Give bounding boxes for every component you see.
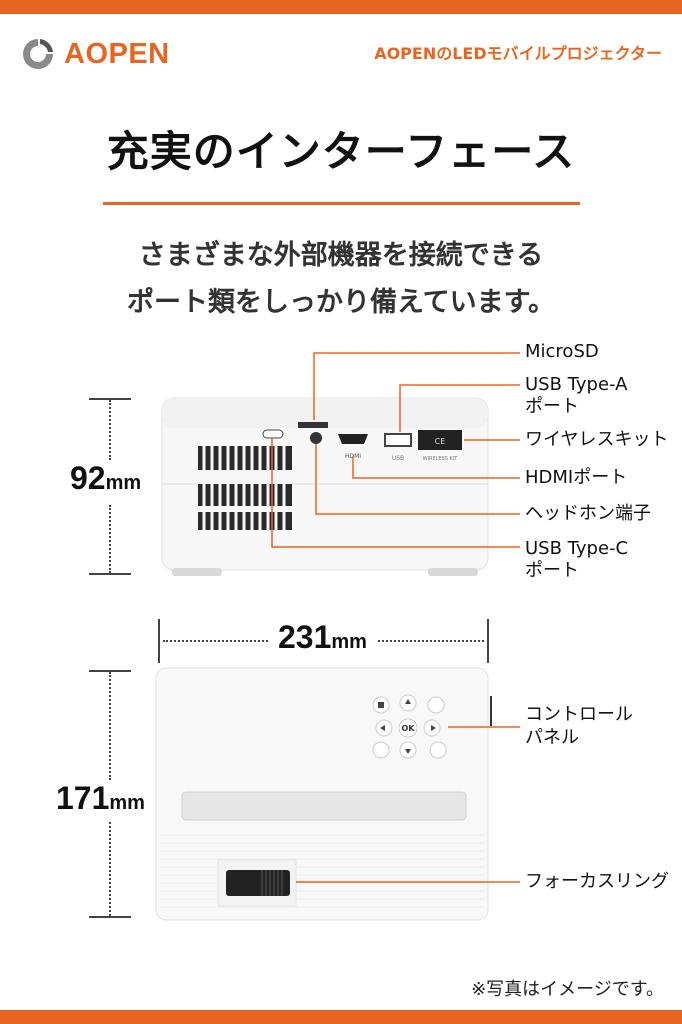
height-dimension: 92mm: [70, 460, 141, 497]
width-dim-line-left: [163, 640, 268, 642]
projector-rear-view: CE HDMI USB WIRELESS KIT: [161, 352, 520, 576]
depth-dimension: 171mm: [56, 780, 145, 817]
label-headphone: ヘッドホン端子: [525, 503, 651, 524]
label-focus-ring: フォーカスリング: [525, 871, 669, 892]
label-control-panel-1: コントロール: [525, 704, 633, 725]
width-tick-left: [158, 619, 160, 663]
depth-dim-line: [109, 672, 111, 780]
label-usb-a-2: ポート: [525, 396, 579, 417]
ok-button-print: OK: [402, 724, 416, 733]
title-underline: [103, 202, 580, 205]
bottom-accent-bar: [0, 1010, 682, 1024]
brand-logo: AOPEN: [20, 36, 170, 72]
height-dim-line: [109, 400, 111, 460]
projector-top-view: OK: [155, 667, 520, 921]
label-control-panel-2: パネル: [525, 727, 579, 748]
width-value: 231: [278, 619, 332, 655]
subtitle-line-2: ポート類をしっかり備えています。: [127, 287, 555, 318]
height-dim-line-lower: [109, 505, 111, 573]
label-usb-a-1: USB Type-A: [525, 374, 628, 395]
usb-print: USB: [392, 455, 404, 462]
label-usb-c-1: USB Type-C: [525, 538, 629, 559]
width-tick-right: [487, 619, 489, 663]
subtitle-line-1: さまざまな外部機器を接続できる: [138, 240, 544, 271]
top-accent-bar: [0, 0, 682, 14]
aopen-swirl-logo-icon: [23, 39, 53, 69]
label-hdmi: HDMIポート: [525, 467, 628, 488]
width-dim-line-right: [378, 640, 484, 642]
label-usb-c-2: ポート: [525, 560, 579, 581]
height-tick-bottom: [89, 573, 131, 575]
depth-tick-top: [89, 670, 131, 672]
depth-unit: mm: [109, 792, 145, 814]
depth-value: 171: [56, 780, 110, 816]
height-value: 92: [70, 460, 106, 496]
width-dimension: 231mm: [278, 619, 367, 656]
wireless-print: WIRELESS KIT: [423, 456, 459, 462]
depth-tick-bottom: [89, 916, 131, 918]
ce-mark: CE: [435, 437, 446, 446]
page-title: 充実のインターフェース: [106, 127, 576, 176]
label-wireless-kit: ワイヤレスキット: [525, 429, 669, 450]
width-unit: mm: [331, 631, 367, 653]
header-tagline: AOPENのLEDモバイルプロジェクター: [374, 44, 662, 63]
brand-name: AOPEN: [64, 37, 170, 70]
depth-dim-line-lower: [109, 822, 111, 916]
label-microsd: MicroSD: [525, 341, 599, 362]
height-unit: mm: [105, 472, 142, 494]
image-disclaimer: ※写真はイメージです。: [471, 979, 664, 1000]
height-tick-top: [89, 398, 131, 400]
